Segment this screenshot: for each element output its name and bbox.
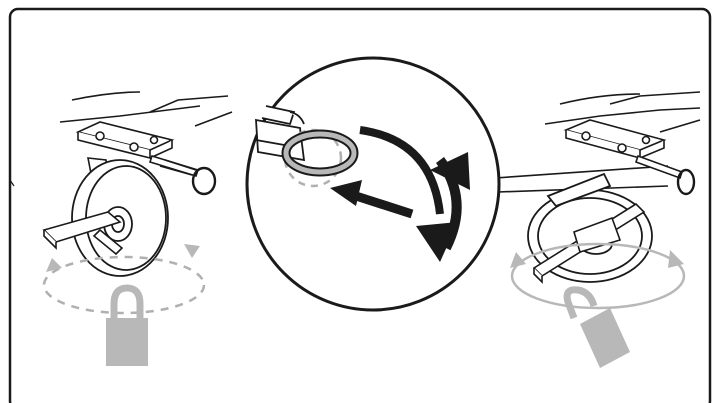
chassis-outline <box>59 91 233 127</box>
rotation-path <box>510 242 686 310</box>
chassis-outline <box>544 91 701 133</box>
locked-caster-panel <box>42 91 233 366</box>
turn-arrow-icon <box>359 126 470 262</box>
pull-ring-icon <box>191 166 217 196</box>
rotation-arrows-icon <box>46 244 200 272</box>
pull-ring-icon <box>676 168 696 196</box>
pull-arrow-icon <box>330 180 414 219</box>
brake-pedal <box>42 211 124 256</box>
padlock-closed-icon <box>106 284 148 366</box>
unlocked-caster-panel <box>510 91 701 368</box>
padlock-open-icon <box>563 286 630 368</box>
locking-pin-icon <box>255 105 306 162</box>
detail-magnifier-panel <box>245 56 669 312</box>
caster-wheel <box>71 159 169 277</box>
rotation-arrows-icon <box>510 250 684 268</box>
pull-ring-icon <box>281 129 359 177</box>
frame-tick <box>9 179 15 187</box>
caster-mount <box>563 119 667 160</box>
rotation-path <box>42 255 206 315</box>
caster-mount <box>75 121 175 160</box>
